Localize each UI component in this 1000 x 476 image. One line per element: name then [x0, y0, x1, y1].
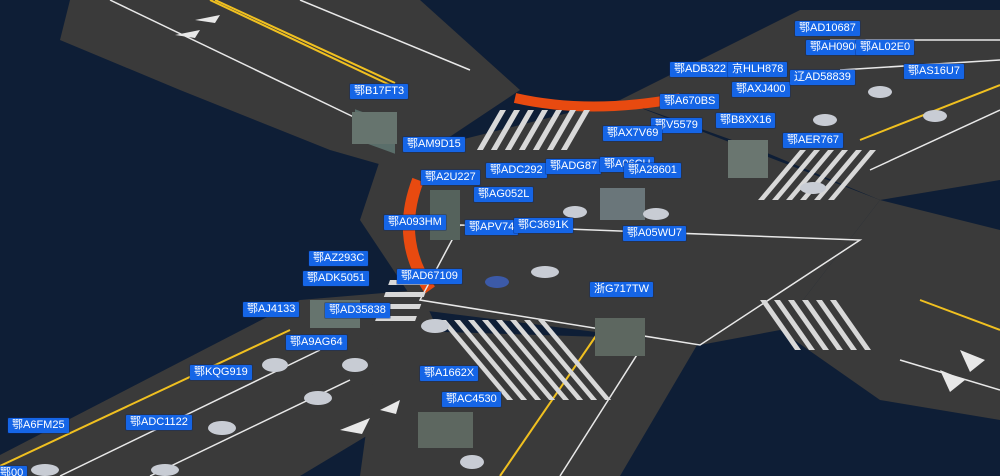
car: [800, 182, 826, 194]
vehicle-label[interactable]: 鄂C3691K: [514, 218, 573, 233]
vehicle-label[interactable]: 鄂ADG87: [546, 159, 602, 174]
truck: [418, 412, 473, 448]
vehicle-label[interactable]: 鄂AXJ400: [732, 82, 790, 97]
vehicle-label[interactable]: 鄂APV74: [465, 220, 519, 235]
vehicle-label[interactable]: 鄂AH0900: [806, 40, 865, 55]
vehicle-label[interactable]: 鄂AM9D15: [403, 137, 465, 152]
vehicle-label[interactable]: 鄂AJ4133: [243, 302, 300, 317]
vehicle-label[interactable]: 鄂A2U227: [421, 170, 480, 185]
car: [643, 208, 669, 220]
car: [563, 206, 587, 218]
car: [208, 421, 236, 435]
vehicle-label[interactable]: 鄂ADC292: [486, 163, 547, 178]
vehicle-label[interactable]: 鄂A093HM: [384, 215, 446, 230]
vehicle-label[interactable]: 鄂AC4530: [442, 392, 501, 407]
car: [460, 455, 484, 469]
vehicle-label[interactable]: 鄂B8XX16: [716, 113, 776, 128]
vehicle-label[interactable]: 鄂AS16U7: [904, 64, 964, 79]
truck: [595, 318, 645, 356]
vehicle-label[interactable]: 鄂A670BS: [660, 94, 720, 109]
vehicle-label[interactable]: 鄂ADB322: [670, 62, 730, 77]
vehicle-label[interactable]: 鄂A1662X: [420, 366, 479, 381]
vehicle-label[interactable]: 浙G717TW: [590, 282, 654, 297]
vehicle-label[interactable]: 鄂AX7V69: [603, 126, 663, 141]
vehicle-label[interactable]: 鄂B17FT3: [350, 84, 409, 99]
vehicle-label[interactable]: 鄂AD67109: [397, 269, 462, 284]
vehicle-label[interactable]: 鄂V5579: [651, 118, 702, 133]
vehicle-label[interactable]: 鄂A28601: [624, 163, 681, 178]
car: [485, 276, 509, 288]
car: [868, 86, 892, 98]
car: [813, 114, 837, 126]
vehicle-label[interactable]: 鄂AER767: [783, 133, 843, 148]
vehicle-label[interactable]: 鄂ADC1122: [126, 415, 192, 430]
truck: [600, 188, 645, 220]
vehicle-label[interactable]: 鄂AZ293C: [309, 251, 369, 266]
car: [421, 319, 449, 333]
vehicle-label[interactable]: 鄂KQG919: [190, 365, 252, 380]
vehicle-label[interactable]: 鄂00: [0, 466, 28, 476]
vehicle-label[interactable]: 鄂AD35838: [325, 303, 390, 318]
car: [151, 464, 179, 476]
car: [31, 464, 59, 476]
truck: [728, 140, 768, 178]
vehicle-label[interactable]: 鄂A9AG64: [286, 335, 347, 350]
vehicle-label[interactable]: 辽AD58839: [790, 70, 855, 85]
vehicle-label[interactable]: 鄂A6FM25: [8, 418, 69, 433]
vehicle-label[interactable]: 鄂AD10687: [795, 21, 860, 36]
car: [531, 266, 559, 278]
vehicle-label[interactable]: 鄂AL02E0: [856, 40, 915, 55]
car: [342, 358, 368, 372]
car: [262, 358, 288, 372]
truck: [352, 112, 397, 144]
curb-highlight-north: [513, 93, 681, 112]
vehicle-label[interactable]: 鄂ADK5051: [303, 271, 370, 286]
lane-arrows: [175, 15, 985, 434]
vehicle-label[interactable]: 京HLH878: [728, 62, 788, 77]
crosswalks: [375, 110, 876, 400]
car: [923, 110, 947, 122]
vehicle-label[interactable]: 鄂AG052L: [474, 187, 534, 202]
car: [304, 391, 332, 405]
vehicle-label[interactable]: 鄂A05WU7: [623, 226, 687, 241]
